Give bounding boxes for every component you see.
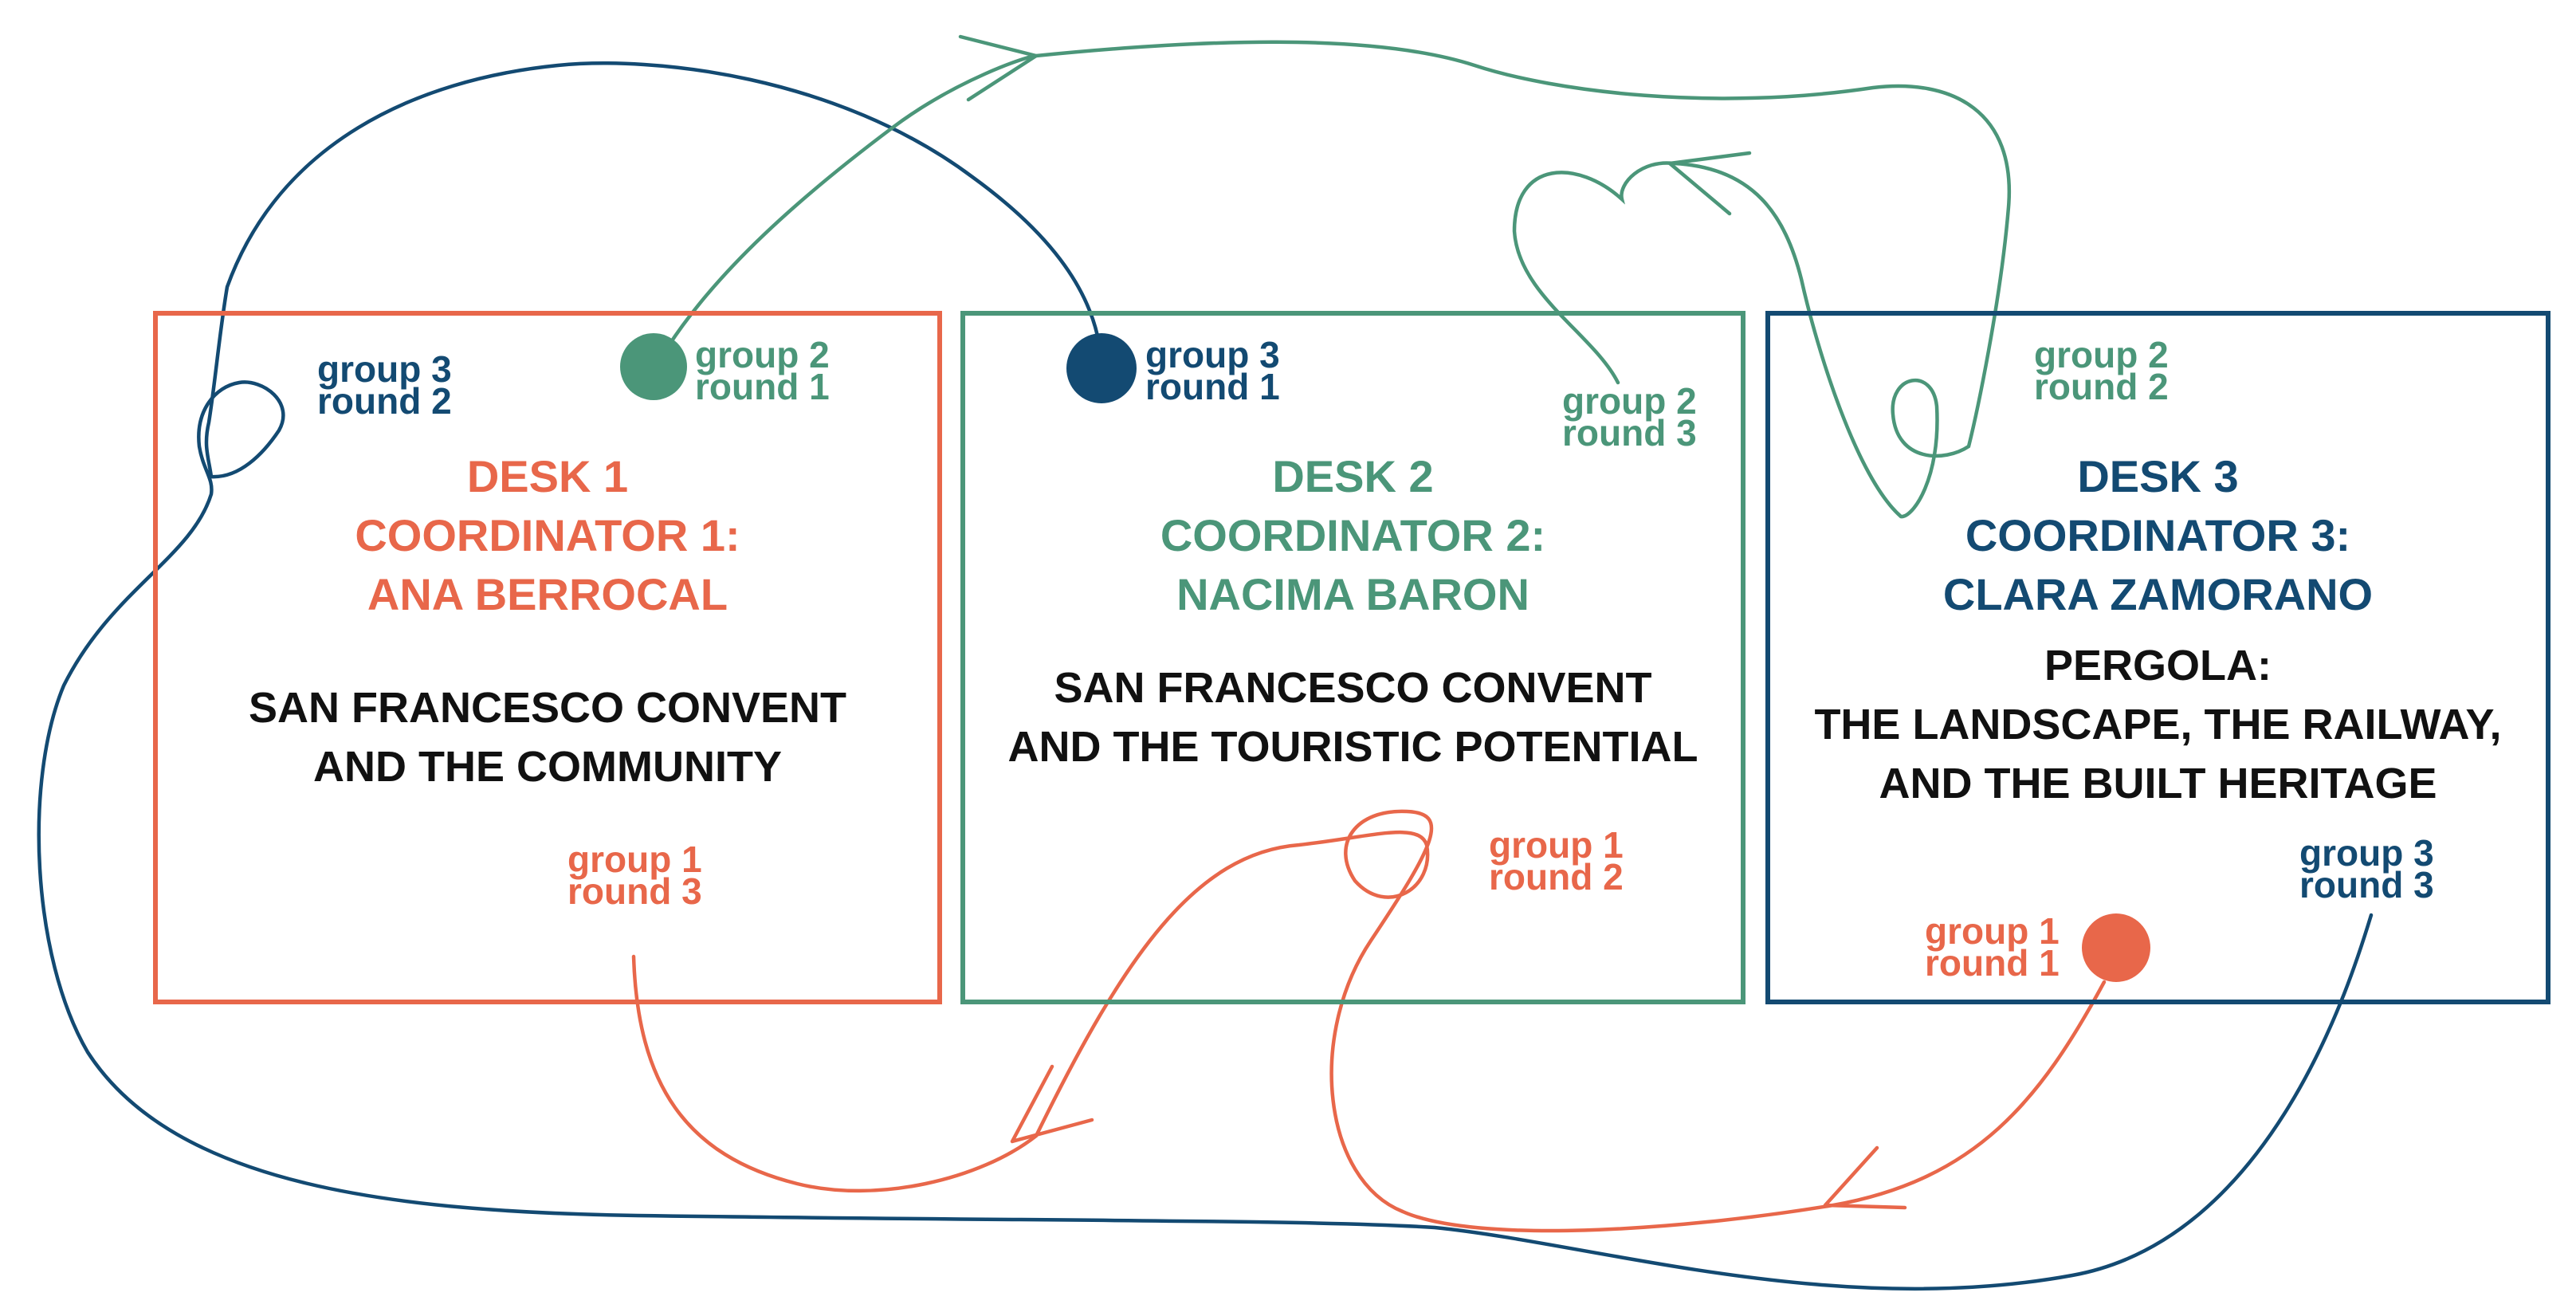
desk-1-header: DESK 1 COORDINATOR 1: ANA BERROCAL (158, 447, 937, 624)
stop-group: group 1 (1489, 824, 1624, 866)
desk-2-coordinator-name: NACIMA BARON (1176, 569, 1530, 619)
stop-round: round 2 (2034, 366, 2169, 407)
group-2-arrowhead-top (958, 34, 1039, 102)
stop-round: round 2 (1489, 856, 1624, 898)
stop-group: group 3 (317, 348, 452, 390)
stop-round: round 1 (1925, 942, 2060, 984)
desk-3-topic: PERGOLA: THE LANDSCAPE, THE RAILWAY, AND… (1754, 636, 2562, 813)
stop-group: group 1 (1925, 910, 2060, 952)
stop-group: group 3 (1145, 334, 1280, 375)
stop-round: round 2 (317, 380, 452, 422)
desk-2-topic-line: AND THE TOURISTIC POTENTIAL (1007, 723, 1698, 771)
desk-1-box: DESK 1 COORDINATOR 1: ANA BERROCAL SAN F… (153, 311, 942, 1004)
stop-label: group 2 round 2 (2034, 334, 2169, 407)
desk-1-topic-line: SAN FRANCESCO CONVENT (248, 684, 847, 732)
group-1-path (631, 809, 2107, 1233)
stop-label: group 3 round 2 (317, 348, 452, 422)
desk-2-title: DESK 2 (1272, 451, 1434, 501)
desk-3-box: DESK 3 COORDINATOR 3: CLARA ZAMORANO PER… (1765, 311, 2550, 1004)
stop-round: round 1 (695, 366, 830, 407)
stop-round: round 3 (2299, 864, 2434, 905)
stop-group: group 1 (567, 839, 702, 880)
stop-round: round 1 (1145, 366, 1280, 407)
desk-1-title: DESK 1 (466, 451, 629, 501)
stop-label: group 1 round 3 (567, 839, 702, 912)
desk-2-topic: SAN FRANCESCO CONVENT AND THE TOURISTIC … (949, 658, 1757, 776)
group-2-arrowhead-right (1667, 151, 1752, 216)
stop-group: group 2 (1562, 380, 1697, 422)
desk-3-header: DESK 3 COORDINATOR 3: CLARA ZAMORANO (1770, 447, 2546, 624)
stop-label: group 3 round 3 (2299, 832, 2434, 905)
stop-group: group 2 (695, 334, 830, 375)
stop-label: group 2 round 3 (1562, 380, 1697, 454)
desk-3-coordinator: COORDINATOR 3: (1965, 510, 2351, 560)
desk-1-topic: SAN FRANCESCO CONVENT AND THE COMMUNITY (142, 678, 953, 796)
stop-label: group 1 round 2 (1489, 824, 1624, 898)
desk-2-header: DESK 2 COORDINATOR 2: NACIMA BARON (965, 447, 1741, 624)
stop-label: group 3 round 1 (1145, 334, 1280, 407)
desk-3-title: DESK 3 (2077, 451, 2239, 501)
group-2-path (666, 40, 2012, 519)
stop-round: round 3 (567, 870, 702, 912)
stop-label: group 2 round 1 (695, 334, 830, 407)
desk-1-coordinator-name: ANA BERROCAL (367, 569, 728, 619)
stop-group: group 2 (2034, 334, 2169, 375)
group-3-start-dot (1066, 333, 1137, 403)
desk-2-box: DESK 2 COORDINATOR 2: NACIMA BARON SAN F… (960, 311, 1745, 1004)
group-1-arrowhead-bottom-left (1010, 1064, 1094, 1144)
group-3-path (37, 61, 2374, 1291)
group-2-start-dot (620, 333, 687, 400)
stop-round: round 3 (1562, 412, 1697, 454)
desk-3-topic-line: THE LANDSCAPE, THE RAILWAY, (1814, 701, 2502, 748)
desk-2-topic-line: SAN FRANCESCO CONVENT (1054, 664, 1652, 712)
stop-label: group 1 round 1 (1925, 910, 2060, 984)
desk-1-coordinator: COORDINATOR 1: (355, 510, 740, 560)
desk-3-topic-line: AND THE BUILT HERITAGE (1879, 760, 2437, 807)
desk-3-topic-line: PERGOLA: (2044, 642, 2272, 689)
group-1-arrowhead-bottom-right (1823, 1145, 1907, 1210)
desk-3-coordinator-name: CLARA ZAMORANO (1942, 569, 2374, 619)
stop-group: group 3 (2299, 832, 2434, 874)
desk-2-coordinator: COORDINATOR 2: (1160, 510, 1546, 560)
group-1-start-dot (2082, 913, 2150, 982)
desk-1-topic-line: AND THE COMMUNITY (313, 743, 782, 791)
